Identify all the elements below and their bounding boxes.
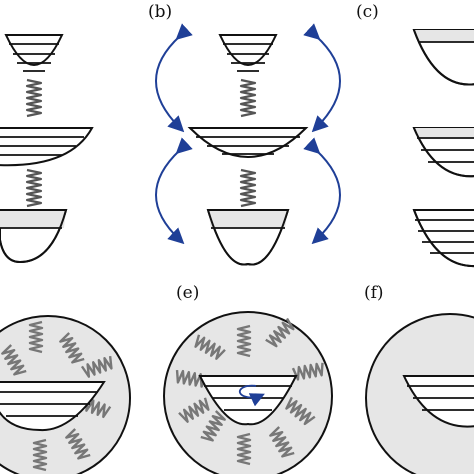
panel-c-top-well xyxy=(412,29,474,86)
panel-e xyxy=(163,311,333,474)
panel-b-transfer-arrows xyxy=(155,23,341,245)
panel-a-spring-lower xyxy=(25,168,43,208)
panel-b-spring-upper xyxy=(239,78,257,118)
panel-c-bottom-well xyxy=(412,209,474,267)
panel-a xyxy=(0,34,94,264)
panel-a-top-well xyxy=(4,34,64,72)
panel-label-f: (f) xyxy=(364,283,384,303)
panel-f-well xyxy=(402,375,474,428)
panel-c xyxy=(412,29,474,267)
panel-b-top-well xyxy=(218,34,278,72)
panel-d xyxy=(0,315,131,474)
panel-label-b: (b) xyxy=(148,2,173,22)
panel-a-spring-upper xyxy=(25,78,43,118)
rotation-icon xyxy=(238,384,265,407)
panel-f xyxy=(365,313,474,474)
panel-b-spring-lower xyxy=(239,168,257,208)
panel-b-bottom-well xyxy=(206,209,290,266)
panel-b xyxy=(155,23,341,266)
panel-label-c: (c) xyxy=(356,2,379,22)
panel-a-bottom-well xyxy=(0,209,68,264)
panel-e-well xyxy=(198,375,298,426)
panel-a-middle-well xyxy=(0,127,94,167)
panel-b-middle-well xyxy=(187,127,309,158)
panel-label-e: (e) xyxy=(176,283,200,303)
panel-d-well xyxy=(0,381,106,432)
panel-c-middle-well xyxy=(412,127,474,178)
